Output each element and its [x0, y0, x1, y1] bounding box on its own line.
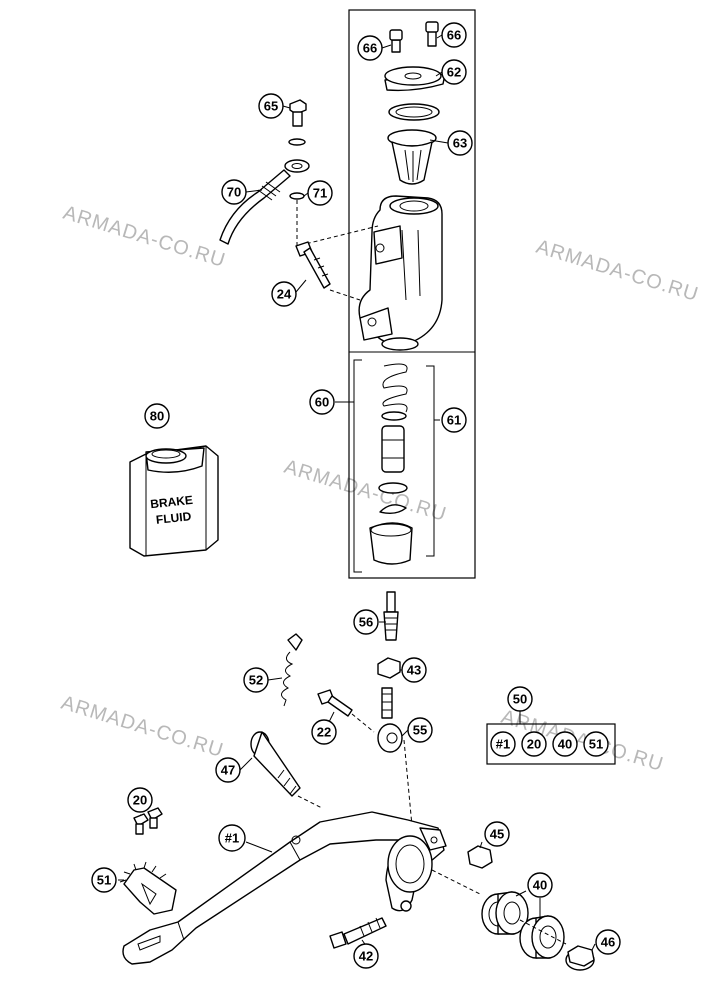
screw-66-right	[425, 21, 439, 47]
brake-pedal-1	[122, 811, 447, 965]
callout-71[interactable]: 71	[307, 180, 333, 206]
bottle-label-fluid: FLUID	[155, 509, 192, 527]
screws-20	[133, 807, 163, 835]
callout-47-label: 47	[221, 763, 235, 778]
watermark-2: ARMADA-CO.RU	[534, 236, 702, 306]
bracket-60	[335, 359, 362, 573]
callout-66-right-label: 66	[447, 28, 461, 43]
callout-66-right[interactable]: 66	[441, 22, 467, 48]
callout-55[interactable]: 55	[407, 717, 433, 743]
callout-66-left-label: 66	[363, 41, 377, 56]
piston-kit-61	[369, 363, 413, 565]
callout-24[interactable]: 24	[271, 281, 297, 307]
callout-63[interactable]: 63	[447, 130, 473, 156]
watermark-4: ARMADA-CO.RU	[59, 692, 227, 762]
kit-50-item-40-label: 40	[558, 737, 572, 752]
callout-60[interactable]: 60	[309, 389, 335, 415]
master-cylinder-body	[358, 195, 443, 351]
callout-42-label: 42	[359, 949, 373, 964]
step-plate-51	[119, 861, 177, 915]
callout-22-label: 22	[317, 725, 331, 740]
kit-50-item-40[interactable]: 40	[552, 731, 578, 757]
callout-40[interactable]: 40	[527, 872, 553, 898]
kit-50-item-20[interactable]: 20	[521, 731, 547, 757]
callout-20-label: 20	[133, 793, 147, 808]
callout-62[interactable]: 62	[441, 59, 467, 85]
clevis-dash	[403, 739, 413, 827]
callout-22[interactable]: 22	[311, 719, 337, 745]
callout-70[interactable]: 70	[221, 179, 247, 205]
pivot-bolt-47	[250, 731, 301, 797]
callout-20[interactable]: 20	[127, 787, 153, 813]
brake-fluid-bottle-80: BRAKE FLUID	[129, 445, 219, 557]
callout-63-label: 63	[453, 136, 467, 151]
pushrod-56	[383, 591, 399, 641]
clevis-55	[377, 687, 403, 753]
callout-43-label: 43	[407, 663, 421, 678]
callout-80[interactable]: 80	[144, 403, 170, 429]
kit-50-item-20-label: 20	[527, 737, 541, 752]
hose-dash-line	[296, 200, 379, 247]
callout-45-label: 45	[490, 827, 504, 842]
callout-66-left[interactable]: 66	[357, 35, 383, 61]
callout-50[interactable]: 50	[507, 686, 533, 712]
brake-hose-70	[219, 159, 310, 245]
kit-50-item-51-label: 51	[589, 737, 603, 752]
flange-nut-46	[565, 945, 595, 971]
bolt-47-dash	[297, 795, 323, 809]
callout-45[interactable]: 45	[484, 821, 510, 847]
callout-1-label: #1	[225, 831, 239, 846]
callout-1[interactable]: #1	[218, 824, 246, 852]
callout-46-label: 46	[601, 935, 615, 950]
callout-56-label: 56	[359, 615, 373, 630]
callout-51-label: 51	[97, 873, 111, 888]
callout-56[interactable]: 56	[353, 609, 379, 635]
callout-52[interactable]: 52	[243, 667, 269, 693]
master-cylinder-group-frame	[348, 9, 476, 579]
screw-66-left	[389, 29, 403, 53]
bolt-42	[329, 917, 387, 949]
callout-65-label: 65	[264, 99, 278, 114]
banjo-bolt-65	[288, 99, 307, 146]
bottle-label-brake: BRAKE	[150, 493, 194, 511]
bracket-61	[426, 365, 440, 557]
callout-71-label: 71	[313, 186, 327, 201]
callout-47[interactable]: 47	[215, 757, 241, 783]
callout-65[interactable]: 65	[258, 93, 284, 119]
bolt-24	[295, 241, 331, 289]
callout-60-label: 60	[315, 395, 329, 410]
callout-42[interactable]: 42	[353, 943, 379, 969]
callout-24-label: 24	[277, 287, 292, 302]
nut-43	[377, 657, 401, 679]
kit-50-box	[486, 723, 616, 765]
bolt-22	[317, 689, 353, 717]
callout-61-label: 61	[447, 413, 461, 428]
kit-50-item-1-label: #1	[496, 737, 510, 752]
watermark-3: ARMADA-CO.RU	[282, 456, 450, 526]
callout-50-label: 50	[513, 692, 527, 707]
callout-43[interactable]: 43	[401, 657, 427, 683]
callout-46[interactable]: 46	[595, 929, 621, 955]
bolt-24-dash	[329, 289, 361, 301]
callout-70-label: 70	[227, 185, 241, 200]
callout-80-label: 80	[150, 409, 164, 424]
watermark-1: ARMADA-CO.RU	[61, 202, 229, 272]
callout-55-label: 55	[413, 723, 427, 738]
callout-62-label: 62	[447, 65, 461, 80]
callout-40-label: 40	[533, 878, 547, 893]
bearings-40	[481, 891, 565, 959]
pivot-axis-line	[431, 869, 567, 945]
kit-50-item-1[interactable]: #1	[490, 731, 516, 757]
bolt-22-dash	[351, 713, 375, 733]
kit-50-item-51[interactable]: 51	[583, 731, 609, 757]
callout-51[interactable]: 51	[91, 867, 117, 893]
callout-52-label: 52	[249, 673, 263, 688]
reservoir-cap-62	[384, 66, 446, 92]
diaphragm-63	[387, 103, 440, 185]
callout-61[interactable]: 61	[441, 407, 467, 433]
spring-52	[281, 633, 303, 707]
washer-71	[289, 192, 305, 200]
nut-45	[467, 845, 493, 869]
